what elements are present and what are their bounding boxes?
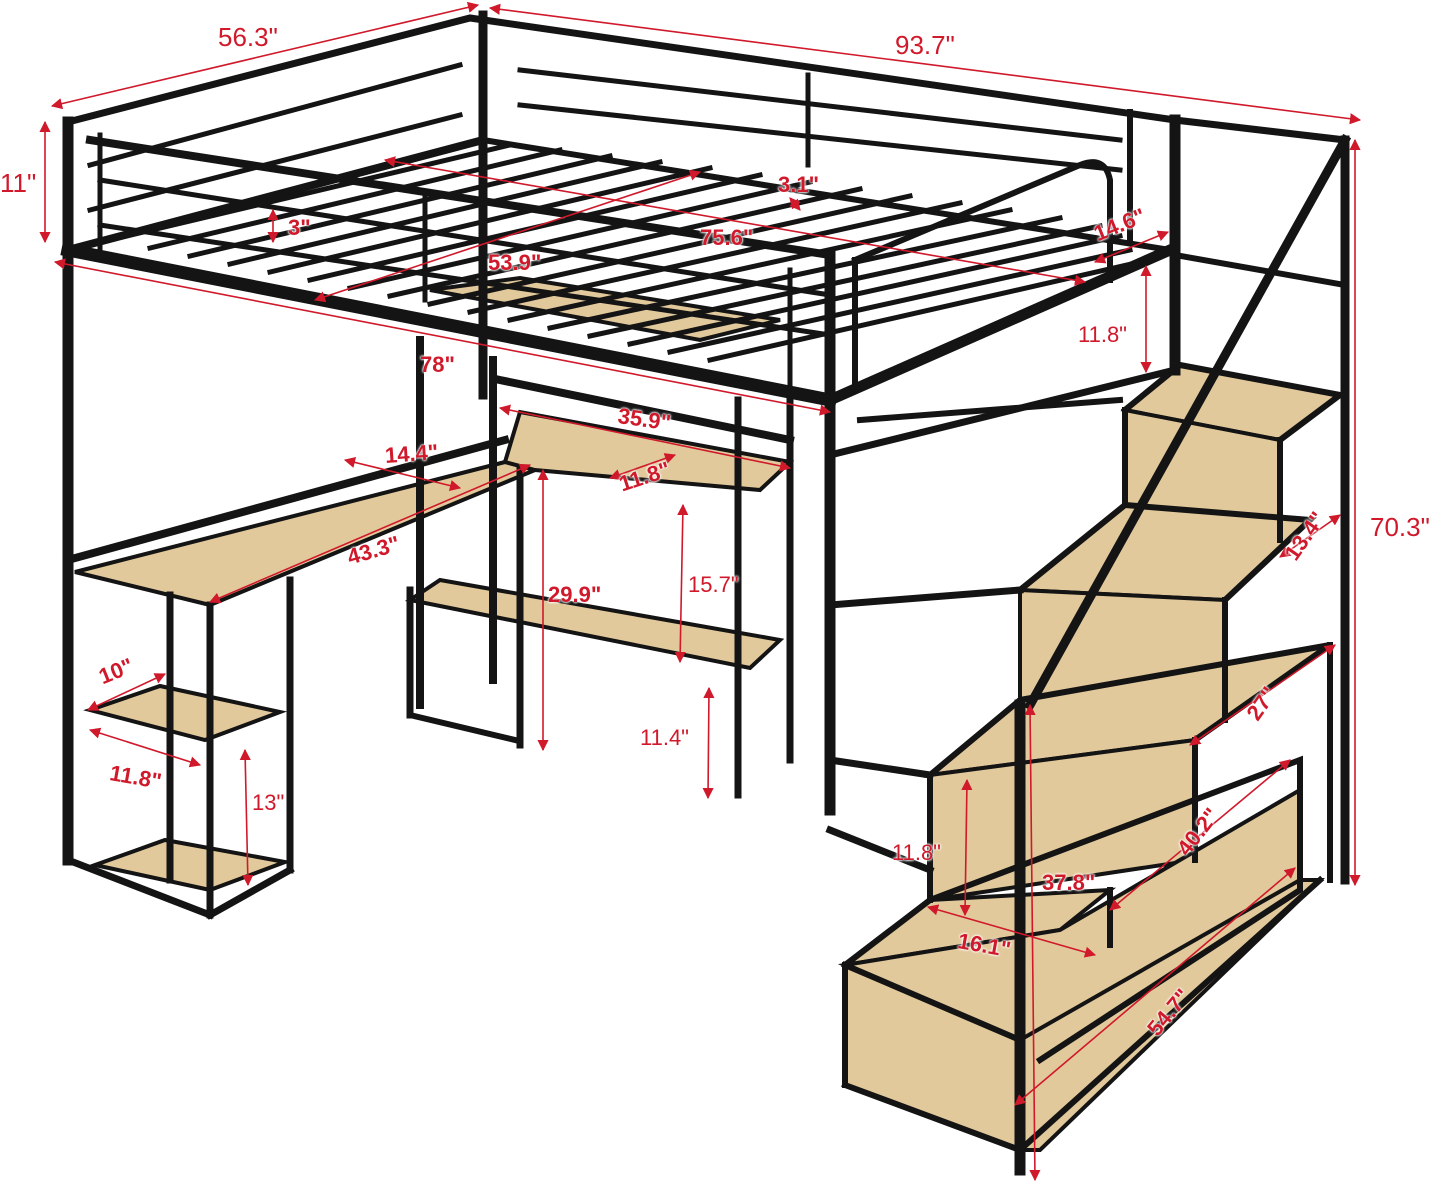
label-overall-length: 93.7"	[895, 30, 955, 60]
label-stair-top-clearance: 11.8"	[1078, 322, 1127, 347]
label-desk-height: 29.9"	[548, 582, 602, 607]
label-guardrail-height: 11"	[0, 168, 37, 198]
label-desk-shelf-clearance: 11.4"	[640, 725, 689, 750]
label-slat-gap: 3.1"	[778, 172, 820, 197]
label-stair-riser-height: 11.8"	[892, 840, 941, 865]
label-overall-width: 56.3"	[218, 22, 278, 52]
label-desk-corner-depth: 14.4"	[384, 439, 439, 468]
label-desk-shelf-gap: 15.7"	[688, 572, 739, 597]
label-stair-inner-height: 37.8"	[1042, 870, 1096, 895]
label-under-bed-length: 78"	[420, 352, 455, 377]
label-side-shelf-gap: 13"	[252, 790, 285, 815]
label-overall-height: 70.3"	[1370, 512, 1430, 542]
dimension-lines	[39, 1, 1362, 1182]
label-mattress-length: 75.6"	[700, 225, 754, 250]
label-rail-gap: 3"	[288, 215, 311, 240]
label-mattress-width: 53.9"	[488, 250, 542, 275]
